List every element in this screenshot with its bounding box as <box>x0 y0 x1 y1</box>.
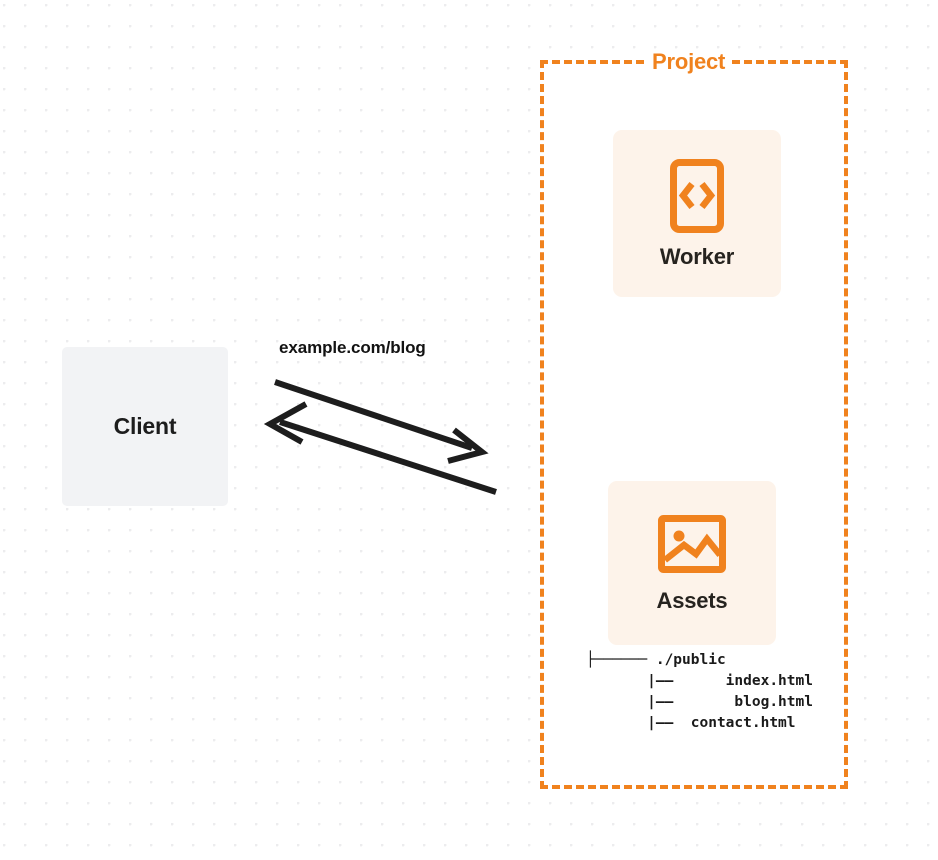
image-picture-icon <box>658 514 726 573</box>
project-group-title: Project <box>645 51 733 73</box>
client-node[interactable]: Client <box>62 347 228 506</box>
assets-node[interactable]: Assets <box>608 481 776 645</box>
assets-node-label: Assets <box>656 587 728 613</box>
worker-node[interactable]: Worker <box>613 130 781 297</box>
client-node-label: Client <box>113 413 177 439</box>
request-arrow <box>274 379 489 464</box>
edge-label-url: example.com/blog <box>279 338 426 357</box>
assets-file-tree: ├────── ./public |—— index.html |—— blog… <box>586 652 813 731</box>
worker-node-label: Worker <box>659 244 735 269</box>
response-arrow <box>263 401 497 495</box>
edge-arrows <box>263 379 497 495</box>
code-brackets-icon <box>670 159 724 233</box>
